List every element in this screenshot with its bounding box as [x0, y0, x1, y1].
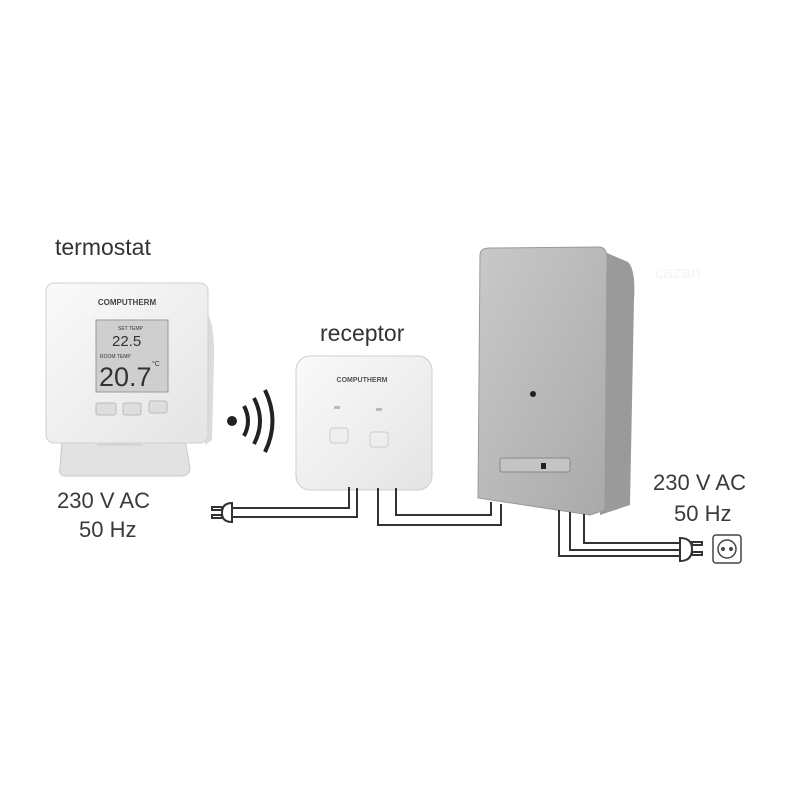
wires: [232, 487, 680, 557]
room-temp-label: ROOM TEMP: [100, 354, 131, 360]
right-power-frequency: 50 Hz: [674, 501, 732, 526]
thermostat-label: termostat: [55, 234, 151, 260]
set-temp-value: 22.5: [112, 333, 141, 350]
set-temp-label: SET TEMP: [118, 326, 143, 332]
plug-right-icon: [679, 536, 703, 563]
thermostat-device: COMPUTHERM SET TEMP 22.5 ROOM TEMP 20.7 …: [45, 282, 215, 477]
room-temp-value: 20.7: [99, 362, 152, 392]
boiler-device: [477, 246, 635, 516]
thermostat-brand: COMPUTHERM: [98, 298, 157, 307]
left-power-frequency: 50 Hz: [79, 517, 137, 542]
left-power-voltage: 230 V AC: [57, 488, 150, 513]
mode-button[interactable]: [122, 402, 142, 416]
wall-socket-icon: [712, 534, 742, 564]
receiver-device: COMPUTHERM: [295, 355, 433, 491]
right-power-voltage: 230 V AC: [653, 470, 746, 495]
plus-button[interactable]: [148, 400, 168, 414]
receiver-label: receptor: [320, 320, 405, 346]
minus-button[interactable]: [95, 402, 117, 416]
boiler-label: cazan: [655, 263, 701, 282]
plug-left-icon: [211, 501, 233, 524]
room-temp-unit: °C: [152, 360, 160, 368]
wireless-signal-icon: [227, 389, 275, 453]
receiver-brand: COMPUTHERM: [337, 377, 388, 384]
